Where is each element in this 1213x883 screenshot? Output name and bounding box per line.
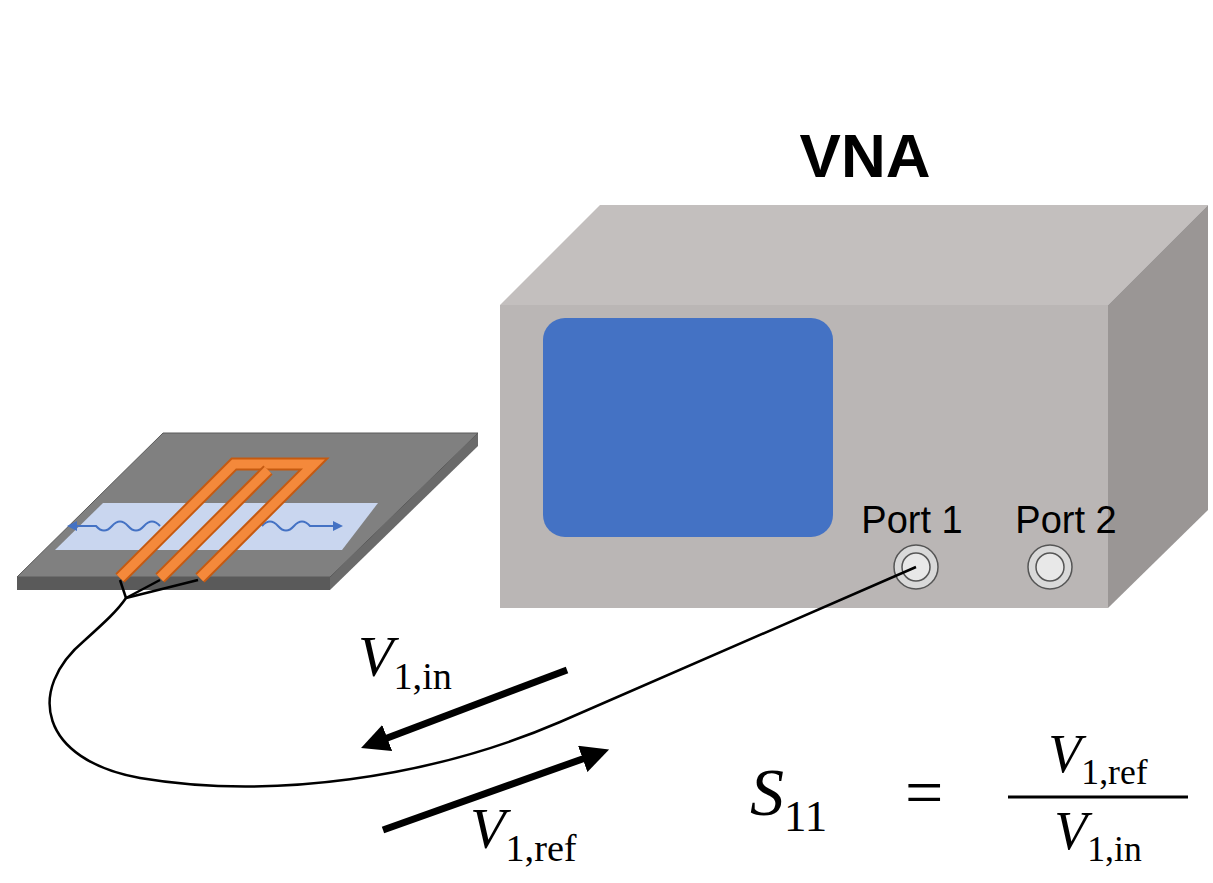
formula-numerator: V1,ref — [1048, 727, 1147, 781]
port-connector — [1028, 545, 1072, 589]
instrument-box: VNAPort 1Port 2 — [500, 305, 1108, 608]
box-top — [500, 205, 1208, 305]
fraction-bar — [1008, 796, 1188, 799]
text-part: 1,ref — [1081, 752, 1147, 792]
electrode — [160, 470, 268, 578]
chip-edge — [17, 577, 330, 590]
formula-symbol: S11 — [750, 758, 827, 826]
signal-label: V1,in — [358, 628, 452, 686]
text-part: V — [1048, 724, 1081, 784]
signal-label: V1,ref — [470, 800, 577, 858]
vna-box — [500, 205, 1208, 608]
idt-electrode — [120, 464, 314, 578]
text-part: V — [358, 624, 393, 689]
port-label: Port 1 — [861, 501, 962, 539]
instrument-title: VNA — [800, 125, 931, 187]
box-side — [1108, 205, 1208, 608]
electrode — [120, 464, 314, 578]
cable — [50, 567, 916, 786]
text-part: S — [750, 754, 784, 830]
cable-wire — [50, 567, 916, 786]
text-part: 1,ref — [505, 827, 576, 869]
text-part: 11 — [784, 791, 827, 841]
text-part: 1,in — [393, 655, 451, 697]
wave-arrow — [72, 522, 160, 531]
cable-wire — [126, 580, 198, 598]
text-part: V — [470, 796, 505, 861]
port-ring — [1028, 545, 1072, 589]
electrode-outline — [160, 470, 268, 578]
text-part: V — [1054, 801, 1087, 861]
port-inner — [1036, 553, 1064, 581]
electrode-outline — [120, 464, 314, 578]
cable-wire — [120, 580, 126, 598]
saw-device — [17, 433, 478, 590]
formula-equals: = — [905, 758, 943, 826]
wave-arrow — [262, 522, 338, 531]
text-part: 1,in — [1087, 829, 1141, 869]
port-label: Port 2 — [1015, 501, 1116, 539]
box-front — [500, 305, 1108, 608]
formula-denominator: V1,in — [1054, 804, 1141, 858]
cable-wire — [126, 580, 160, 598]
substrate — [17, 433, 478, 577]
screen — [543, 318, 833, 537]
